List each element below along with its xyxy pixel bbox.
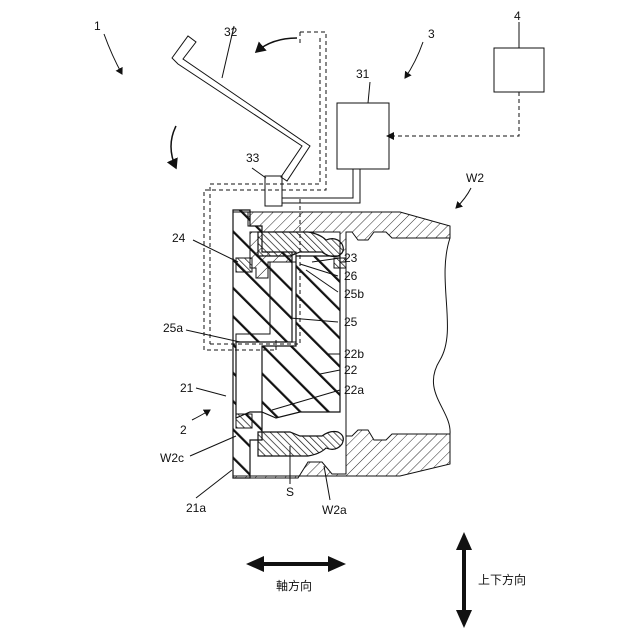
label-24: 24 [172,231,186,245]
label-W2a: W2a [322,503,347,517]
pointer-2 [192,410,210,420]
device-4-box [494,48,544,92]
label-axial-direction: 軸方向 [276,578,312,593]
pointer-1 [104,34,122,74]
part-24-lower [236,414,252,428]
pointer-3 [405,42,423,78]
label-21a: 21a [186,501,206,515]
arm-32 [172,36,310,181]
label-vertical-direction: 上下方向 [478,572,526,587]
label-25: 25 [344,315,358,329]
label-4: 4 [514,9,521,23]
pointer-W2 [456,188,471,208]
label-26: 26 [344,269,358,283]
rotation-arrow-left [171,126,176,168]
label-25a: 25a [163,321,183,335]
label-32: 32 [224,25,238,39]
label-3: 3 [428,27,435,41]
label-22b: 22b [344,347,364,361]
label-S: S [286,485,294,499]
label-22a: 22a [344,383,364,397]
workpiece-W2-edge [433,238,450,434]
label-22: 22 [344,363,358,377]
label-W2c: W2c [160,451,184,465]
part-24 [236,258,252,272]
label-W2-top: W2 [466,171,484,185]
label-23: 23 [344,251,358,265]
seal-ring-lower [258,432,343,457]
cable-31-to-33 [282,169,360,203]
rotation-arrow-upper [256,38,297,52]
label-33: 33 [246,151,260,165]
sensor-33 [265,176,282,206]
label-1: 1 [94,19,101,33]
label-25b: 25b [344,287,364,301]
signal-arrowhead [386,132,394,140]
label-31: 31 [356,67,370,81]
device-31-box [337,103,389,169]
axial-direction-arrow [246,556,346,572]
seal-ring-upper [258,232,343,257]
label-2: 2 [180,423,187,437]
signal-line-4-to-31 [392,92,519,136]
vertical-direction-arrow [456,532,472,628]
label-21: 21 [180,381,194,395]
